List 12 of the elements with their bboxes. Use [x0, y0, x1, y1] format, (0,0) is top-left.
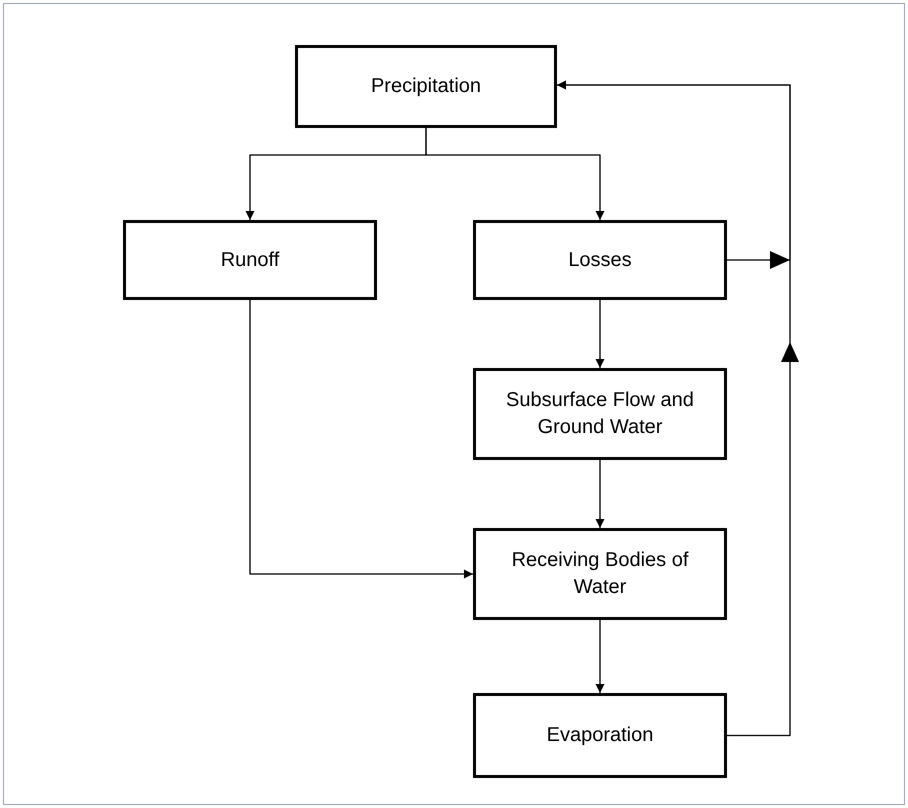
process-box: [295, 45, 557, 128]
box-label: Runoff: [220, 248, 280, 272]
process-box: [473, 368, 727, 460]
box-label: Precipitation: [370, 74, 482, 99]
process-box: [123, 220, 377, 300]
box-label: Losses: [568, 248, 632, 272]
process-box: [473, 528, 727, 620]
box-label: Subsurface Flow and Ground Water: [505, 388, 695, 440]
process-box: [473, 693, 727, 778]
process-box: [473, 220, 727, 300]
box-label: Evaporation: [546, 723, 654, 748]
box-label: Receiving Bodies of Water: [510, 548, 690, 600]
